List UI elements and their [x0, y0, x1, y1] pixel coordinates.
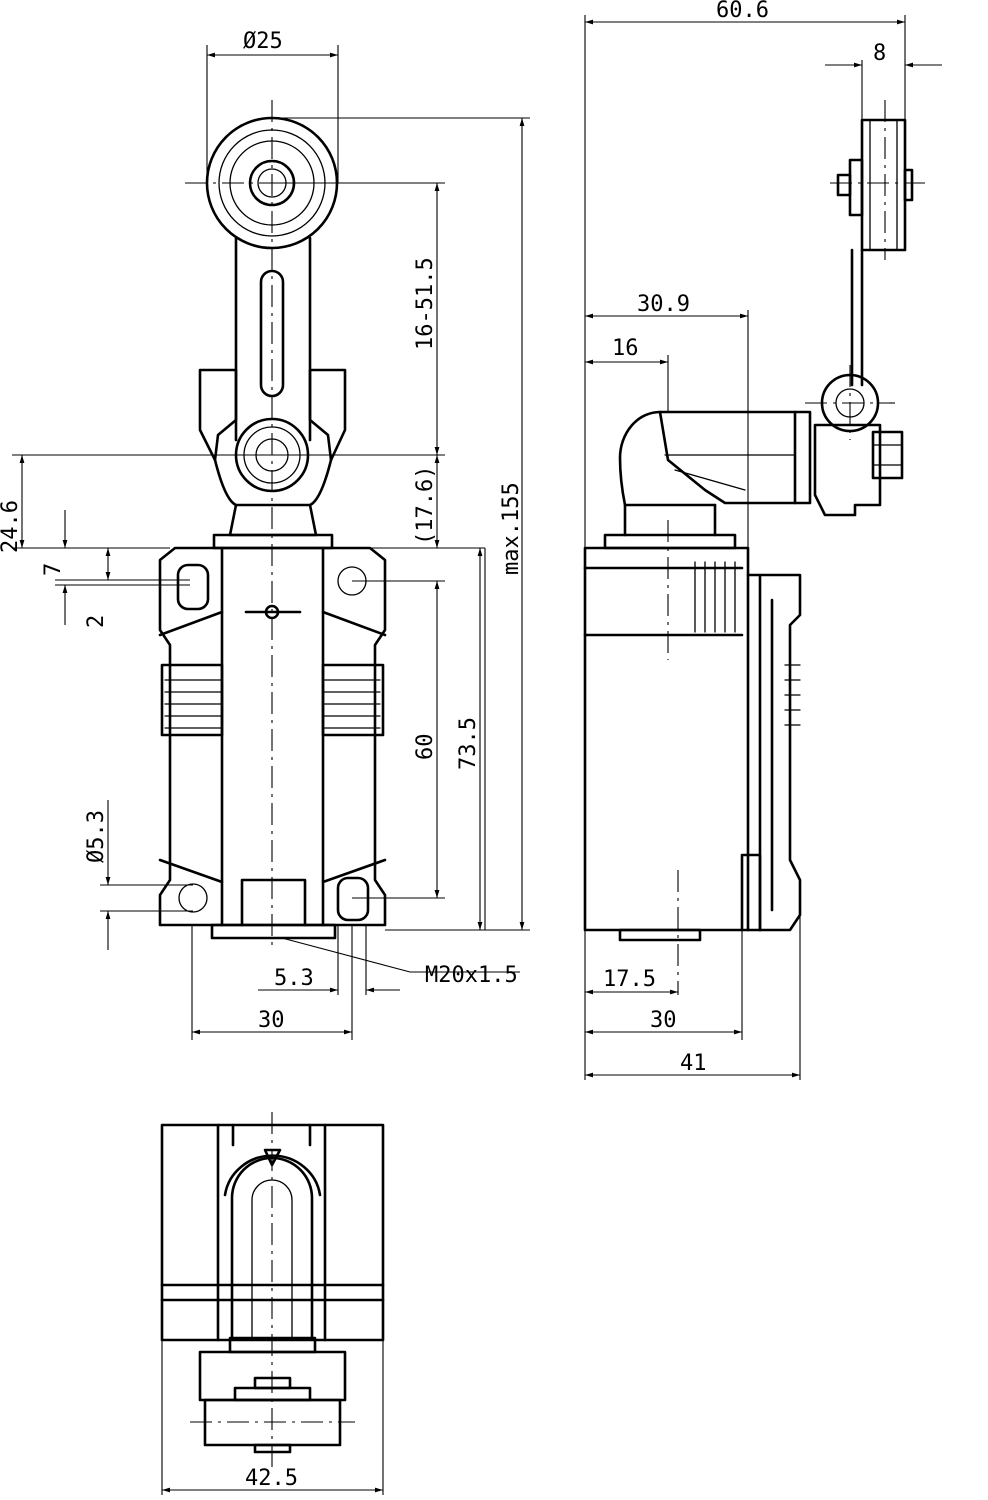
lever-arm-front — [234, 236, 312, 442]
dim-top-offset: 24.6 — [0, 500, 23, 553]
dim-conduit-offset: 17.5 — [603, 967, 656, 992]
front-dimension-labels: Ø25 16-51.5 (17.6) max.155 24.6 7 2 60 7… — [0, 29, 524, 1033]
housing-front — [158, 546, 387, 940]
side-view: 60.6 8 30.9 16 17.5 30 41 — [583, 0, 942, 1080]
top-dimensions: 42.5 — [161, 1340, 384, 1495]
lever-arm-side — [813, 118, 914, 517]
dim-roller-width: 8 — [873, 41, 886, 66]
dim-hole-diameter: Ø5.3 — [84, 810, 109, 863]
dim-offset-53: 5.3 — [274, 966, 314, 991]
front-dimensions — [12, 45, 530, 1040]
dim-overall-width: 60.6 — [716, 0, 769, 23]
dim-lever-adjust: 16-51.5 — [413, 257, 438, 350]
dim-shaft-offset: 16 — [612, 336, 639, 361]
dim-total-depth: 41 — [680, 1051, 707, 1076]
dim-body-depth: 30 — [650, 1008, 677, 1033]
dim-max-height: max.155 — [499, 482, 524, 575]
dim-thread: M20x1.5 — [425, 963, 518, 988]
dim-pivot-offset: 30.9 — [637, 292, 690, 317]
dim-body-height: 73.5 — [456, 717, 481, 770]
side-dimensions — [584, 15, 942, 1080]
lever-base-side — [603, 410, 812, 550]
front-view: Ø25 16-51.5 (17.6) max.155 24.6 7 2 60 7… — [0, 29, 530, 1040]
dim-width-30: 30 — [258, 1008, 285, 1033]
dim-top-width: 42.5 — [245, 1466, 298, 1491]
housing-side — [583, 546, 802, 942]
dim-flange: 7 — [41, 563, 66, 576]
dim-hole-pitch: 60 — [413, 734, 438, 761]
dim-gap: 2 — [84, 615, 109, 628]
top-view: 42.5 — [160, 1112, 385, 1495]
side-dimension-labels: 60.6 8 30.9 16 17.5 30 41 — [603, 0, 886, 1076]
dim-roller-diameter: Ø25 — [243, 29, 283, 54]
dim-lever-pivot: (17.6) — [413, 466, 438, 545]
